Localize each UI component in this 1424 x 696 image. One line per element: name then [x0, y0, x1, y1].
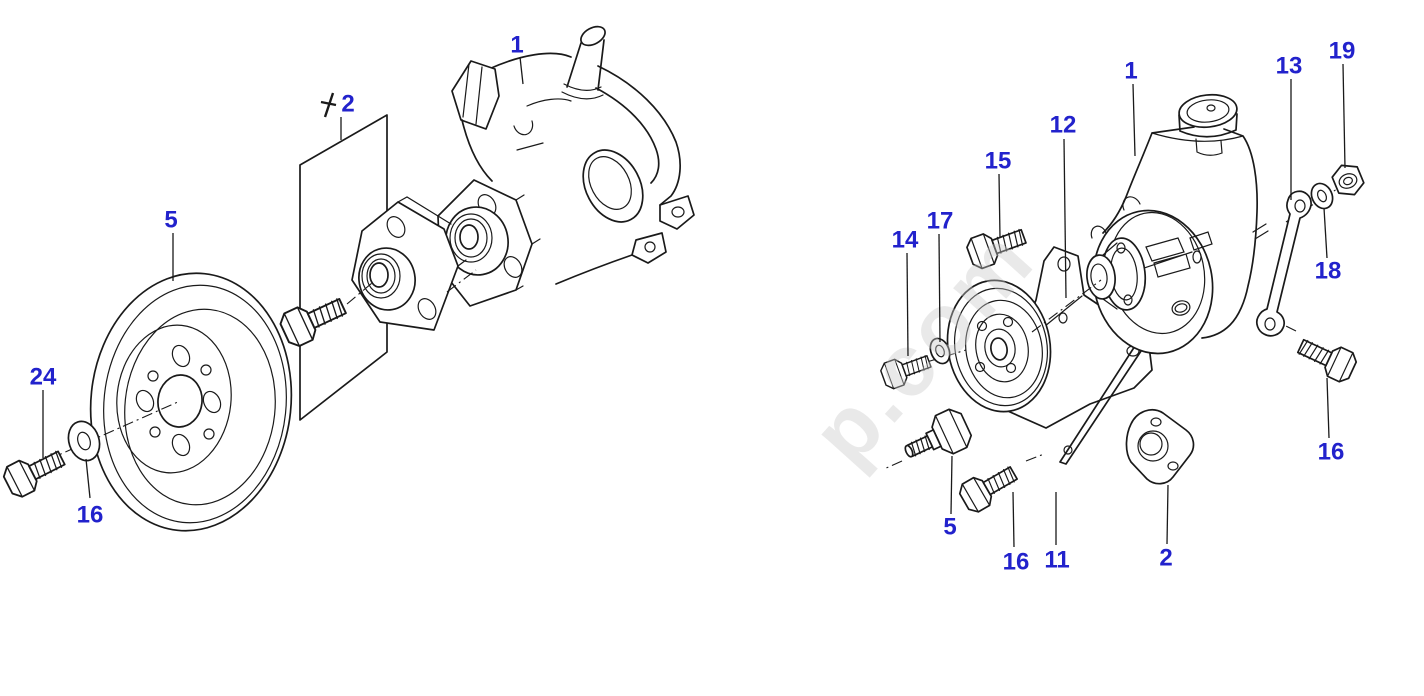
- adjuster-arm: [1252, 190, 1312, 337]
- centerline: [1031, 279, 1102, 333]
- callout-label-1: 1: [1124, 58, 1137, 85]
- centerline: [1273, 319, 1297, 332]
- centerline: [446, 269, 477, 293]
- not-interchangeable-symbol: [320, 100, 337, 107]
- bolt-16-right: [1293, 330, 1361, 386]
- pump-hex-boss: [451, 60, 500, 130]
- power-steering-pump: [437, 25, 695, 307]
- callout-label-2: 2: [1159, 545, 1172, 572]
- callout-label-16: 16: [1003, 549, 1030, 576]
- bolt-16-lower: [955, 458, 1023, 517]
- callout-leader-16: [1012, 491, 1015, 548]
- callout-label-16: 16: [77, 502, 104, 529]
- callout-label-5: 5: [943, 514, 956, 541]
- nut-19: [1331, 164, 1365, 196]
- centerline: [883, 460, 903, 470]
- hose-fitting: [580, 25, 606, 47]
- callout-leader-1: [519, 56, 524, 85]
- callout-leader-2: [1166, 484, 1169, 545]
- pulley: [946, 279, 1052, 413]
- callout-label-1: 1: [510, 32, 523, 59]
- callout-label-14: 14: [892, 227, 919, 254]
- callout-leader-18: [1323, 207, 1328, 259]
- support-brace: [1059, 331, 1150, 465]
- callout-label-12: 12: [1050, 112, 1077, 139]
- washer: [67, 420, 101, 462]
- not-interchangeable-symbol: [323, 92, 335, 118]
- washer-17: [929, 337, 951, 365]
- pulley-bolt: [0, 442, 70, 501]
- callout-leader-5: [950, 455, 953, 515]
- mounting-flange: [351, 196, 467, 331]
- callout-leader-19: [1342, 63, 1346, 169]
- callout-label-2: 2: [341, 91, 354, 118]
- washer-18: [1310, 182, 1334, 210]
- callout-label-15: 15: [985, 148, 1012, 175]
- callout-leader-17: [938, 233, 941, 343]
- reservoir-cap: [1178, 93, 1238, 129]
- callout-label-18: 18: [1315, 258, 1342, 285]
- callout-label-17: 17: [927, 208, 954, 235]
- callout-label-13: 13: [1276, 53, 1303, 80]
- callout-label-16: 16: [1318, 439, 1345, 466]
- callout-label-5: 5: [164, 207, 177, 234]
- pump-and-pulley-view: [0, 25, 695, 532]
- pump-outlet-bore: [582, 149, 644, 223]
- callout-leader-1: [1132, 83, 1136, 157]
- callout-leader-12: [1063, 138, 1067, 299]
- centerline: [346, 282, 373, 305]
- callout-leader-16: [1326, 377, 1330, 439]
- callout-label-11: 11: [1044, 547, 1069, 574]
- callout-leader-15: [998, 173, 1001, 239]
- callout-leader-16: [85, 458, 91, 499]
- callout-label-19: 19: [1329, 38, 1356, 65]
- callout-leader-14: [906, 252, 909, 357]
- centerline: [1025, 453, 1045, 462]
- cover-plate: [1125, 409, 1195, 485]
- pump-with-reservoir: [1086, 93, 1258, 355]
- pulley: [89, 272, 293, 532]
- pump-reservoir-bracket-view: [878, 93, 1365, 517]
- callout-label-24: 24: [30, 364, 57, 391]
